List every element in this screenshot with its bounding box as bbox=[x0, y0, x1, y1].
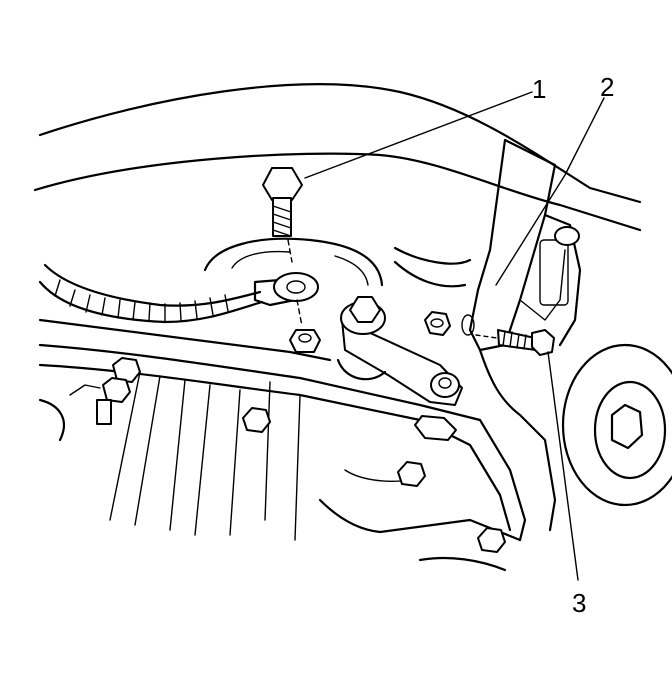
side-bolt bbox=[475, 329, 555, 356]
bolt-assembly bbox=[262, 167, 321, 353]
callout-2: 2 bbox=[600, 72, 614, 102]
leader-line-2 bbox=[495, 97, 605, 286]
upper-body-contour bbox=[33, 83, 642, 232]
wiring-harness bbox=[38, 263, 302, 324]
leader-lines bbox=[304, 91, 605, 581]
mount-bracket bbox=[461, 138, 582, 352]
wheel-hub bbox=[561, 343, 672, 507]
leader-line-3 bbox=[547, 351, 579, 581]
leader-line-1 bbox=[304, 91, 533, 179]
shift-lever bbox=[336, 296, 463, 406]
callout-3: 3 bbox=[572, 588, 586, 618]
mounting-nuts bbox=[69, 311, 506, 553]
callout-1: 1 bbox=[532, 74, 546, 104]
